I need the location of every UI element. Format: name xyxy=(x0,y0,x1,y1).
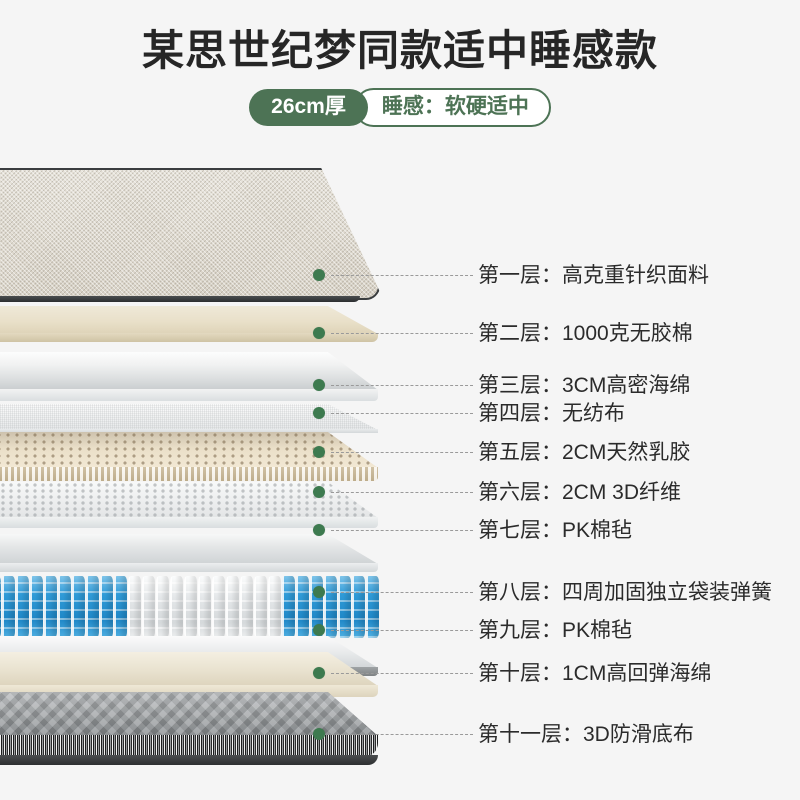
layer-5-edge xyxy=(0,467,378,481)
pocket-spring-reinforced xyxy=(114,576,127,638)
layer-label-11: 第十一层：3D防滑底布 xyxy=(478,723,694,746)
pocket-spring-reinforced xyxy=(0,576,1,638)
pocket-spring-reinforced xyxy=(72,576,85,638)
connector-dash-10 xyxy=(331,672,473,674)
connector-dot-3 xyxy=(313,379,325,391)
pocket-spring-standard xyxy=(268,576,281,638)
connector-dash-11 xyxy=(331,733,473,735)
thickness-badge: 26cm厚 xyxy=(249,89,368,127)
pocket-spring-reinforced xyxy=(2,576,15,638)
pocket-spring-standard xyxy=(254,576,267,638)
layer-7-pk-cotton-felt-upper xyxy=(0,534,378,576)
connector-dash-1 xyxy=(331,274,473,276)
pocket-spring-standard xyxy=(156,576,169,638)
layer-4-edge xyxy=(0,429,378,433)
layer-4-face xyxy=(0,404,378,430)
connector-dash-6 xyxy=(331,491,473,493)
connector-dash-7 xyxy=(331,529,473,531)
layer-label-10: 第十层：1CM高回弹海绵 xyxy=(478,662,712,685)
layer-3-edge xyxy=(0,389,378,401)
connector-dash-3 xyxy=(331,384,473,386)
spring-row xyxy=(0,576,379,638)
connector-dash-9 xyxy=(331,629,473,631)
connector-dot-11 xyxy=(313,728,325,740)
page-title: 某思世纪梦同款适中睡感款 xyxy=(141,27,658,74)
pocket-spring-reinforced xyxy=(16,576,29,638)
layer-label-4: 第四层：无纺布 xyxy=(478,402,625,425)
pocket-spring-reinforced xyxy=(86,576,99,638)
pocket-spring-standard xyxy=(198,576,211,638)
pocket-spring-standard xyxy=(184,576,197,638)
pocket-spring-reinforced xyxy=(30,576,43,638)
layer-6-edge xyxy=(0,517,378,528)
connector-dot-8 xyxy=(313,586,325,598)
connector-dot-6 xyxy=(313,486,325,498)
pocket-spring-reinforced xyxy=(44,576,57,638)
pocket-spring-reinforced xyxy=(100,576,113,638)
header: 某思世纪梦同款适中睡感款 26cm厚 睡感：软硬适中 xyxy=(0,0,800,128)
layer-7-edge xyxy=(0,563,378,572)
layer-label-3: 第三层：3CM高密海绵 xyxy=(478,374,691,397)
connector-dash-4 xyxy=(331,412,473,414)
layer-8-reinforced-pocket-springs xyxy=(0,572,379,640)
connector-dot-10 xyxy=(313,667,325,679)
connector-dot-7 xyxy=(313,524,325,536)
connector-dot-4 xyxy=(313,407,325,419)
pocket-spring-standard xyxy=(212,576,225,638)
pocket-spring-standard xyxy=(240,576,253,638)
layer-label-2: 第二层：1000克无胶棉 xyxy=(478,322,693,345)
layer-label-1: 第一层：高克重针织面料 xyxy=(478,264,709,287)
layer-11-mesh-edge xyxy=(0,735,378,757)
layer-label-6: 第六层：2CM 3D纤维 xyxy=(478,481,682,504)
layer-label-5: 第五层：2CM天然乳胶 xyxy=(478,441,691,464)
pocket-spring-reinforced xyxy=(58,576,71,638)
pocket-spring-standard xyxy=(170,576,183,638)
connector-dash-8 xyxy=(331,591,473,593)
layer-label-9: 第九层：PK棉毡 xyxy=(478,619,633,642)
connector-dot-5 xyxy=(313,446,325,458)
connector-dash-2 xyxy=(331,332,473,334)
firmness-badge: 睡感：软硬适中 xyxy=(353,88,551,128)
layer-1-edge xyxy=(0,296,360,302)
pocket-spring-reinforced xyxy=(282,576,295,638)
layer-11-bottom-edge xyxy=(0,755,378,765)
pocket-spring-standard xyxy=(128,576,141,638)
layer-11-3d-anti-slip-base-fabric xyxy=(0,692,378,768)
connector-dot-9 xyxy=(313,624,325,636)
pocket-spring-reinforced xyxy=(296,576,309,638)
connector-dot-1 xyxy=(313,269,325,281)
layer-label-7: 第七层：PK棉毡 xyxy=(478,519,633,542)
layer-7-face xyxy=(0,534,378,564)
layer-label-8: 第八层：四周加固独立袋装弹簧 xyxy=(478,581,772,604)
layer-4-non-woven-fabric xyxy=(0,404,378,436)
connector-dash-5 xyxy=(331,451,473,453)
pocket-spring-standard xyxy=(142,576,155,638)
pocket-spring-standard xyxy=(226,576,239,638)
layer-2-edge xyxy=(0,333,378,342)
connector-dot-2 xyxy=(313,327,325,339)
badge-group: 26cm厚 睡感：软硬适中 xyxy=(0,88,800,128)
